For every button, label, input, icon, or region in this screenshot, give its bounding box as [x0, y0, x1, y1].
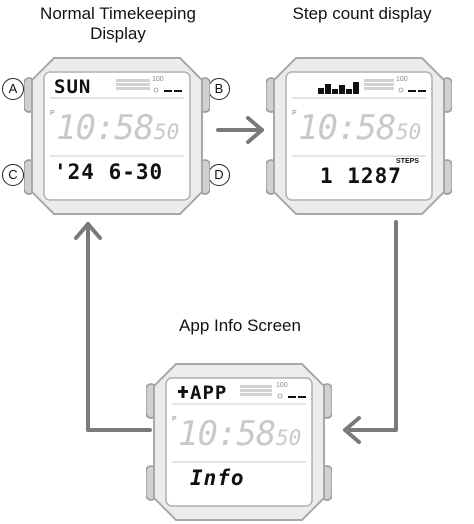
step-count: 1 1287: [320, 164, 402, 188]
arrow-normal-to-step: [216, 116, 264, 144]
arrow-app-to-normal: [74, 222, 152, 432]
step-display-caption: Step count display: [292, 4, 432, 23]
seconds-display: 50: [154, 120, 180, 144]
normal-display-caption: Normal Timekeeping Display: [0, 4, 236, 44]
app-info-caption: App Info Screen: [179, 316, 301, 335]
normal-display-caption-line1: Normal Timekeeping: [40, 4, 196, 23]
watch-step-count: 100 P 10:58 50 STEPS 1 1287: [266, 56, 452, 216]
steps-label: STEPS: [396, 158, 419, 165]
watch-normal-timekeeping: SUN 100 P 10:58 50 '24 6-30: [24, 56, 210, 216]
segment-bar-graph: [240, 385, 272, 396]
button-d-label: D: [208, 164, 230, 186]
step-history-bars: [318, 82, 359, 94]
button-c-label: C: [2, 164, 24, 186]
watch-case: [146, 363, 332, 521]
segment-bar-graph: [364, 79, 394, 90]
pm-indicator: P: [50, 110, 55, 117]
seconds-display: 50: [276, 426, 302, 450]
info-text: Info: [190, 466, 245, 490]
date-display: '24 6-30: [54, 160, 164, 184]
seconds-display: 50: [396, 120, 422, 144]
time-display: 10:58: [178, 414, 276, 454]
app-label: APP: [190, 382, 228, 404]
watch-app-info: APP 100 P 10:58 50 Info: [146, 362, 332, 522]
time-display: 10:58: [56, 108, 154, 148]
pm-indicator: P: [172, 416, 177, 423]
watch-case: [266, 57, 452, 215]
segment-bar-graph: [116, 79, 150, 90]
app-marker-icon: [178, 386, 188, 398]
watch-case: [24, 57, 210, 215]
arrow-step-to-app: [343, 220, 398, 444]
button-b-label: B: [208, 78, 230, 100]
button-a-label: A: [2, 78, 24, 100]
normal-display-caption-line2: Display: [90, 24, 146, 43]
scale-100: 100: [276, 382, 288, 389]
day-of-week: SUN: [54, 76, 92, 98]
scale-100: 100: [396, 76, 408, 83]
time-display: 10:58: [298, 108, 396, 148]
pm-indicator: P: [292, 110, 297, 117]
scale-100: 100: [152, 76, 164, 83]
